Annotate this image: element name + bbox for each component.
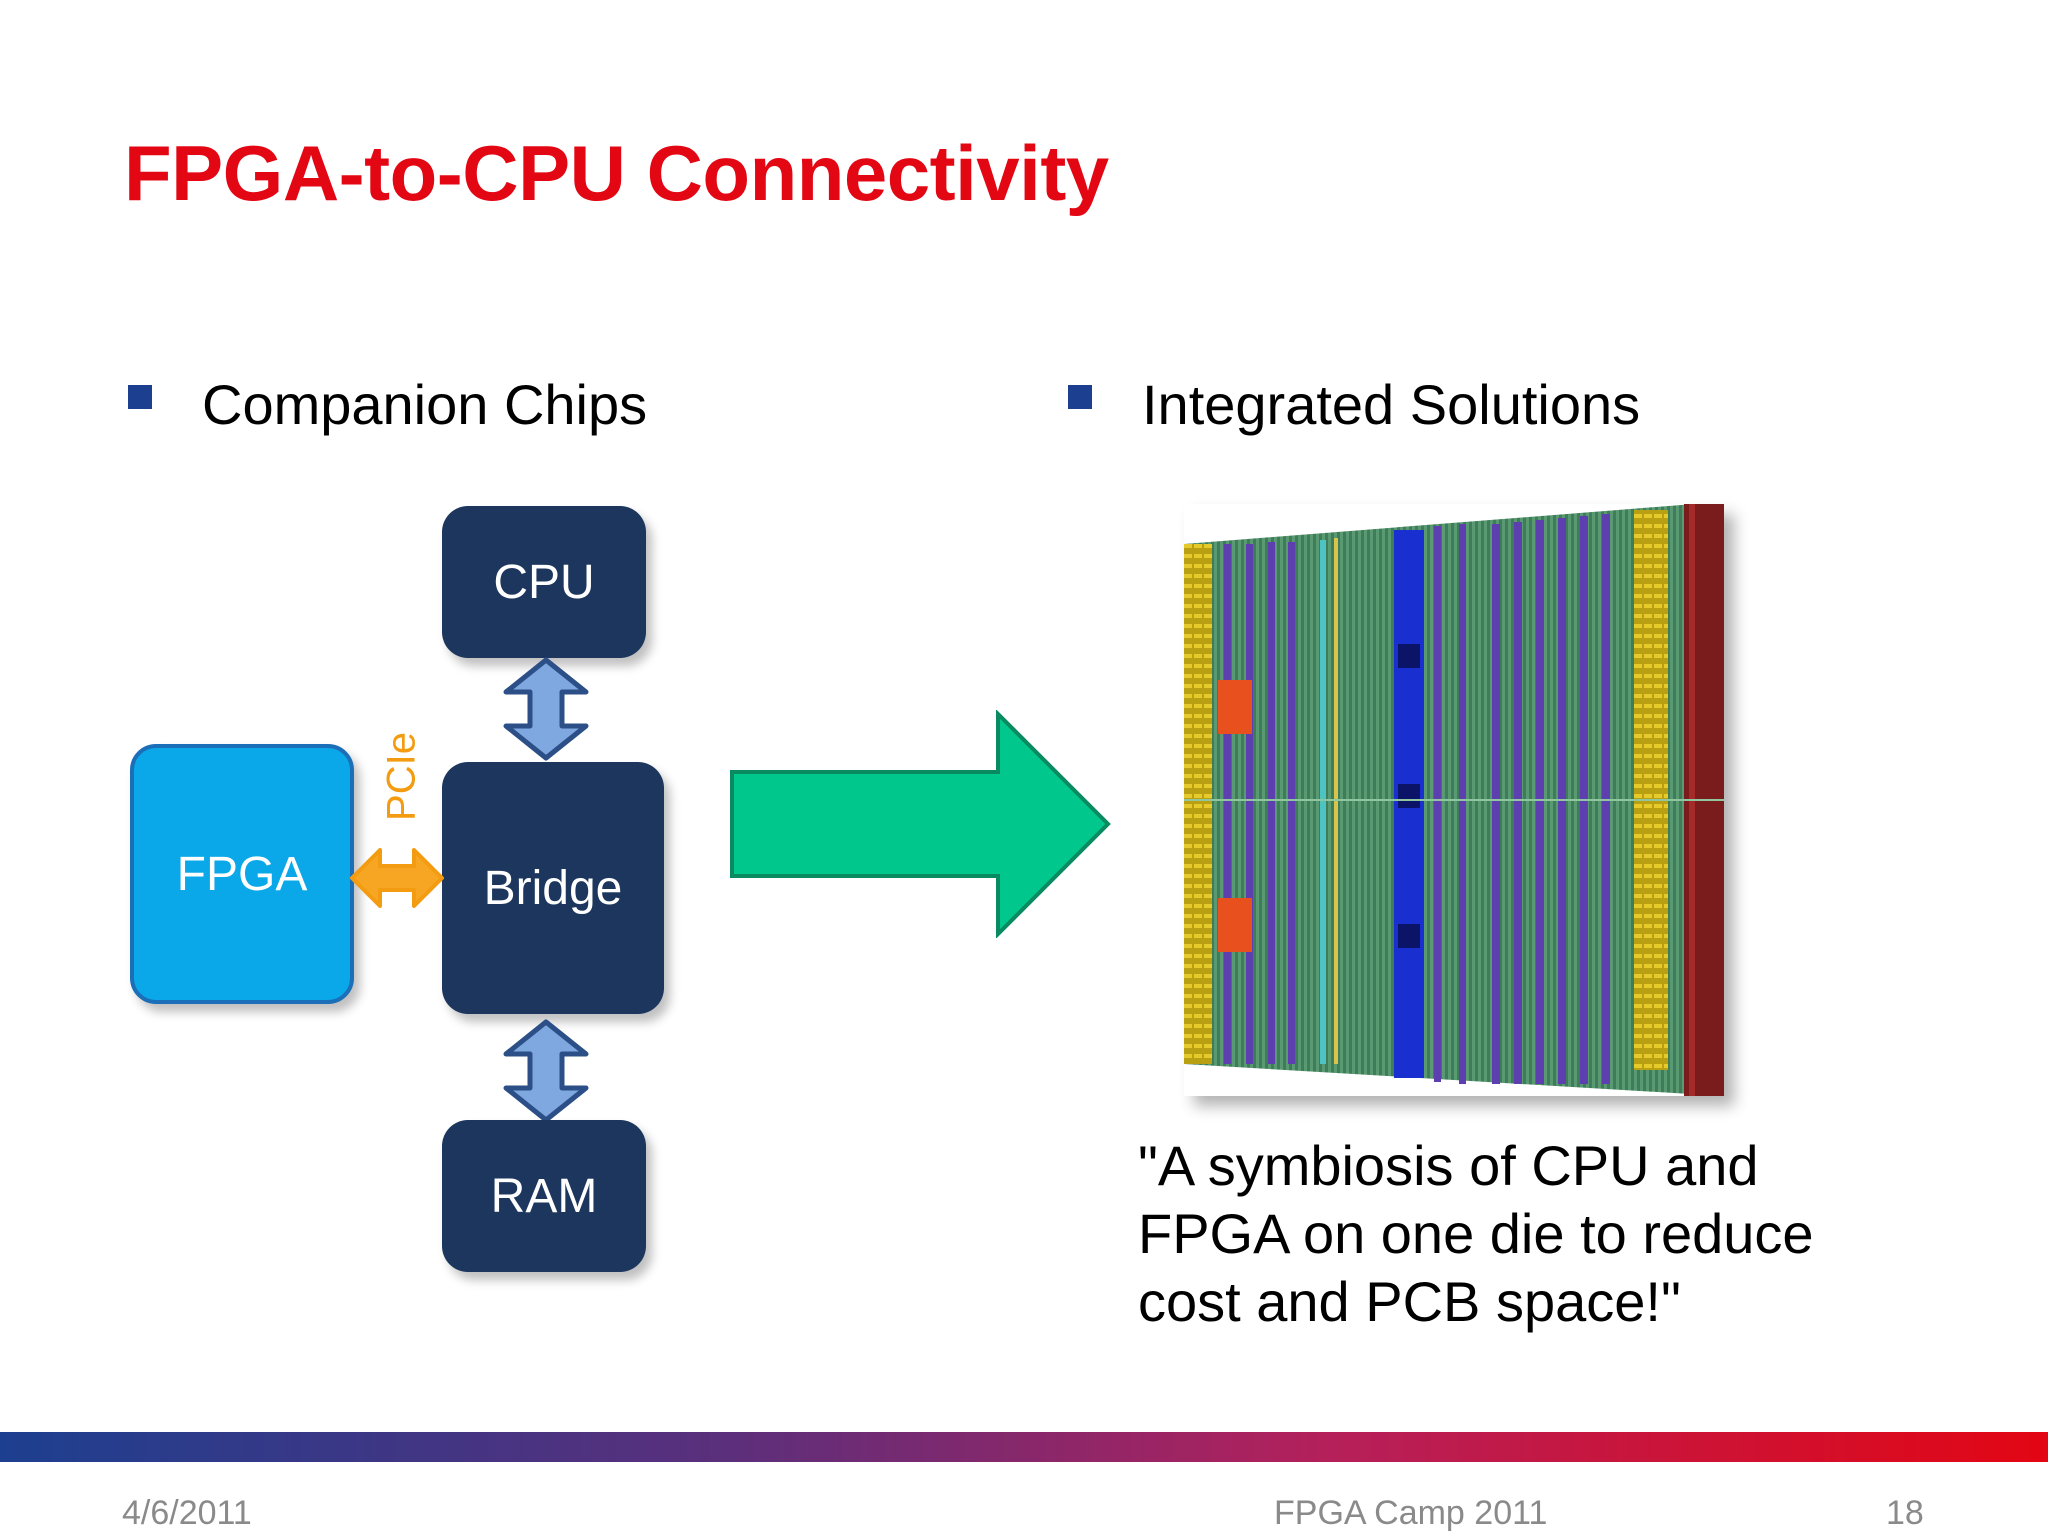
footer-gradient-bar bbox=[0, 1432, 2048, 1462]
footer-event: FPGA Camp 2011 bbox=[1274, 1494, 1548, 1532]
bullet-square-icon bbox=[128, 384, 152, 409]
cpu-label: CPU bbox=[493, 555, 595, 609]
slide-title: FPGA-to-CPU Connectivity bbox=[124, 129, 1109, 217]
transition-arrow-icon bbox=[730, 710, 1111, 938]
integrated-die-image bbox=[1184, 504, 1724, 1096]
fpga-label: FPGA bbox=[176, 847, 308, 901]
bridge-label: Bridge bbox=[483, 861, 623, 915]
fpga-block: FPGA bbox=[130, 744, 354, 1004]
quote-text: "A symbiosis of CPU and FPGA on one die … bbox=[1138, 1134, 1814, 1333]
cpu-bridge-arrow-icon bbox=[503, 657, 589, 761]
bridge-ram-arrow-icon bbox=[503, 1019, 589, 1123]
bullet-companion-chips: Companion Chips bbox=[128, 372, 647, 437]
bullet-text: Companion Chips bbox=[202, 373, 648, 436]
bullet-text: Integrated Solutions bbox=[1142, 373, 1641, 436]
pcie-label: PCIe bbox=[379, 732, 424, 821]
bullet-square-icon bbox=[1068, 384, 1092, 409]
footer-date: 4/6/2011 bbox=[122, 1494, 252, 1532]
companion-chips-diagram: CPU Bridge FPGA PCIe RAM bbox=[122, 440, 682, 1340]
cpu-block: CPU bbox=[442, 506, 646, 658]
footer-page-number: 18 bbox=[1886, 1494, 1924, 1532]
ram-block: RAM bbox=[442, 1120, 646, 1272]
bridge-block: Bridge bbox=[442, 762, 664, 1014]
bullet-integrated-solutions: Integrated Solutions bbox=[1068, 372, 1640, 437]
ram-label: RAM bbox=[490, 1169, 598, 1223]
pcie-link-arrow-icon bbox=[350, 848, 444, 908]
